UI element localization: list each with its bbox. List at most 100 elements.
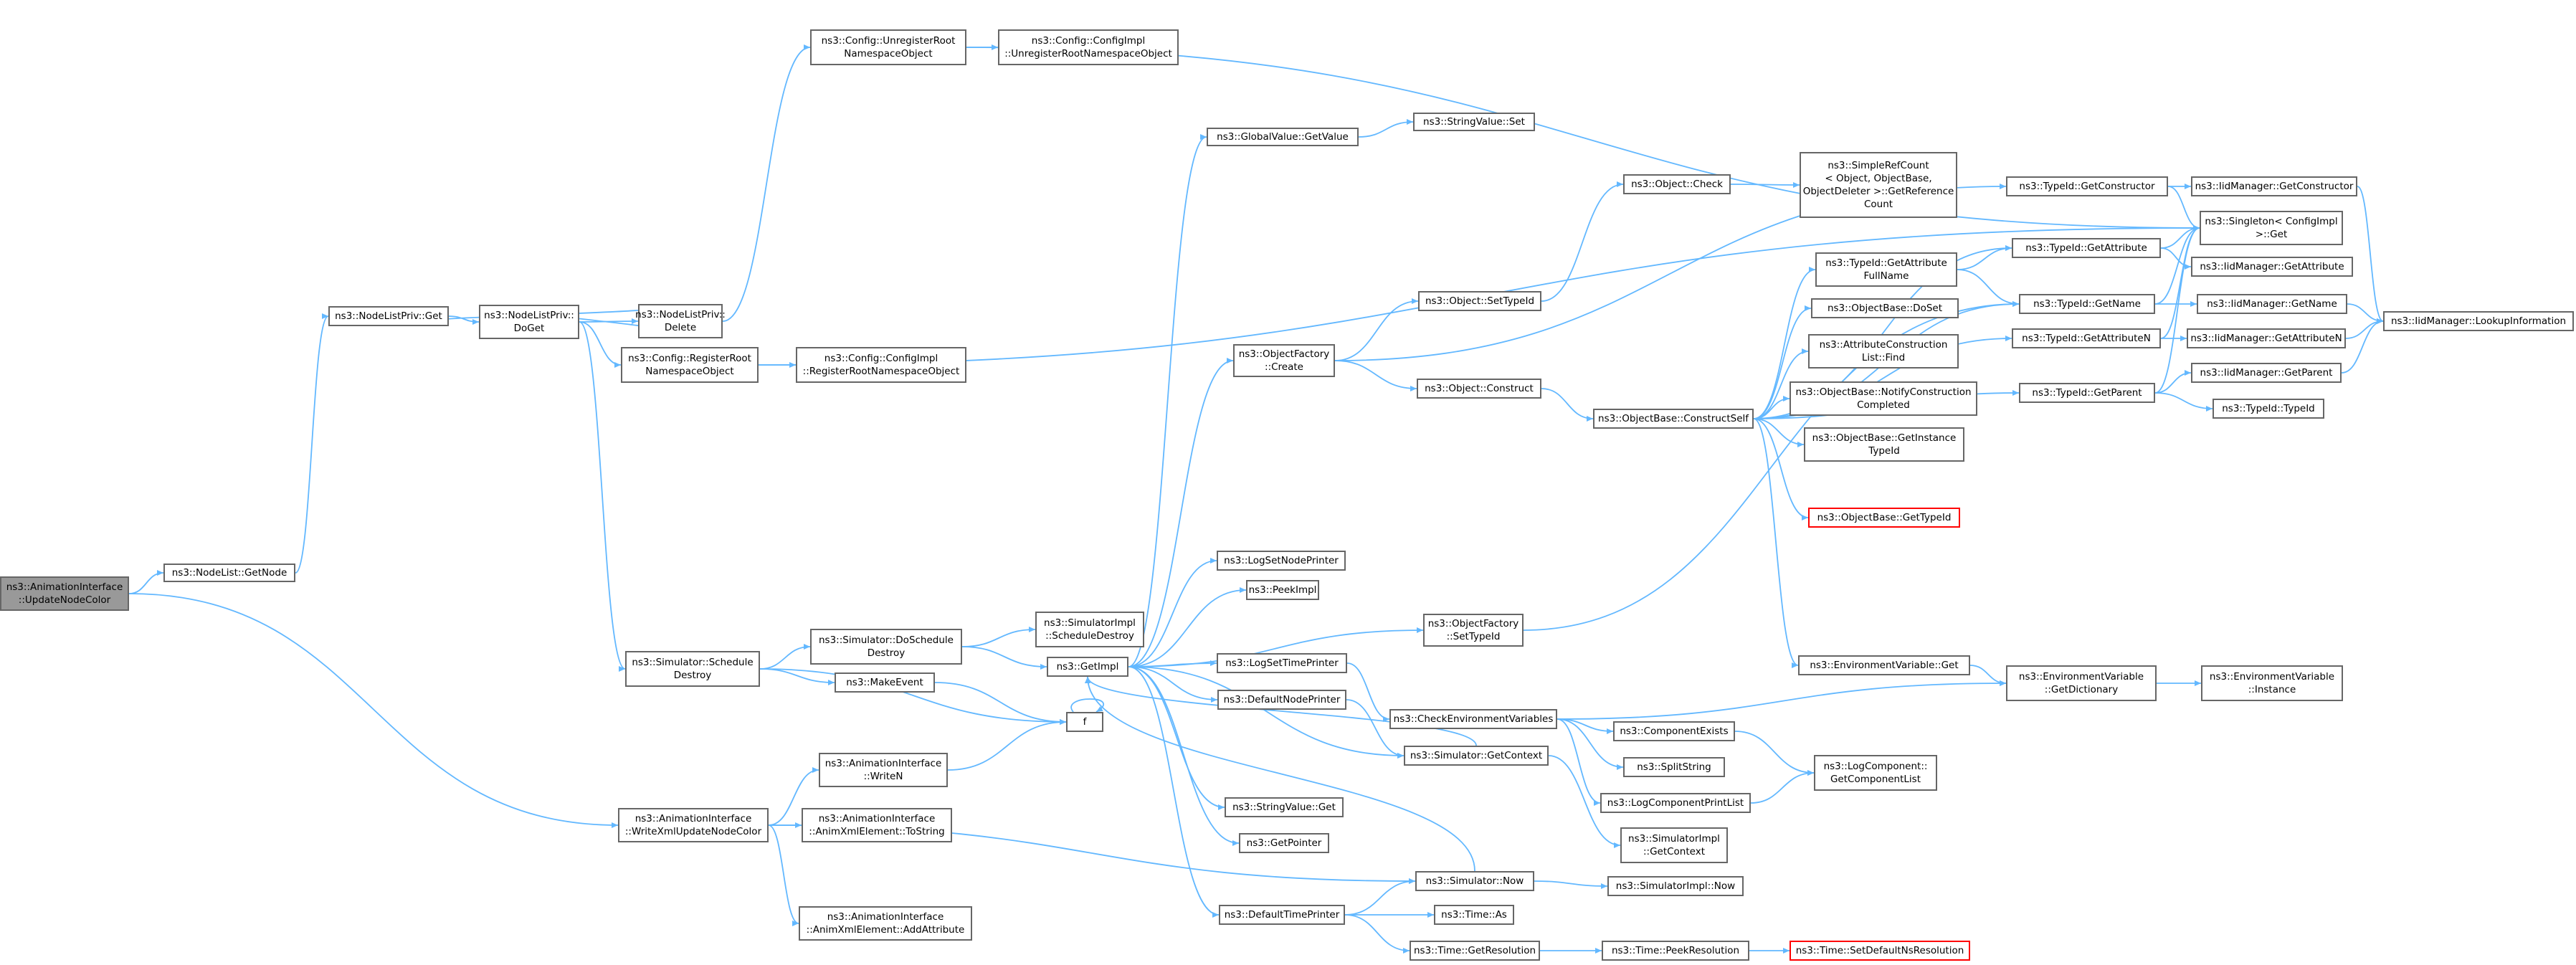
node-time-setdefaultns[interactable]: ns3::Time::SetDefaultNsResolution — [1790, 941, 1970, 961]
node-iidmanager-getconstructor[interactable]: ns3::IidManager::GetConstructor — [2191, 176, 2357, 196]
node-nodelistpriv-delete[interactable]: ns3::NodeListPriv::Delete — [635, 304, 726, 338]
edge-defaulttimeprinter-to-simulator-now — [1344, 878, 1416, 916]
node-simplerefcount[interactable]: ns3::SimpleRefCount< Object, ObjectBase,… — [1800, 152, 1957, 218]
node-simulator-getcontext[interactable]: ns3::Simulator::GetContext — [1404, 746, 1549, 766]
node-configimpl-register[interactable]: ns3::Config::ConfigImpl::RegisterRootNam… — [796, 347, 966, 383]
edge-getimpl-to-getpointer — [1128, 666, 1240, 846]
node-getimpl[interactable]: ns3::GetImpl — [1047, 657, 1128, 677]
node-label-line: ns3::ObjectBase::GetInstance — [1812, 432, 1957, 444]
node-objectbase-gettypeid[interactable]: ns3::ObjectBase::GetTypeId — [1808, 508, 1960, 528]
node-logsetnodeprinter[interactable]: ns3::LogSetNodePrinter — [1217, 551, 1346, 571]
node-typeid-getname[interactable]: ns3::TypeId::GetName — [2019, 294, 2155, 314]
node-logcomponent-getlist[interactable]: ns3::LogComponent::GetComponentList — [1814, 755, 1937, 791]
node-simulatorimpl-schedule-destroy[interactable]: ns3::SimulatorImpl::ScheduleDestroy — [1035, 612, 1144, 647]
edge-f-to-f — [1070, 698, 1104, 713]
node-defaulttimeprinter[interactable]: ns3::DefaultTimePrinter — [1219, 905, 1345, 925]
node-object-settypeid[interactable]: ns3::Object::SetTypeId — [1418, 291, 1541, 311]
node-label-line: ns3::StringValue::Set — [1423, 116, 1525, 128]
node-objectbase-doset[interactable]: ns3::ObjectBase::DoSet — [1811, 298, 1959, 318]
node-label-line: ns3::DefaultNodePrinter — [1223, 694, 1341, 705]
node-defaultnodeprinter[interactable]: ns3::DefaultNodePrinter — [1217, 690, 1346, 710]
node-object-check[interactable]: ns3::Object::Check — [1623, 174, 1731, 194]
node-label-line: f — [1083, 716, 1087, 728]
node-label-line: ns3::NodeListPriv::Get — [335, 310, 442, 322]
node-iidmanager-getparent[interactable]: ns3::IidManager::GetParent — [2191, 363, 2342, 383]
node-label-line: ns3::Singleton< ConfigImpl — [2205, 216, 2338, 227]
node-root: ns3::AnimationInterface::UpdateNodeColor — [0, 576, 129, 611]
node-label-line: ns3::StringValue::Get — [1232, 802, 1336, 813]
node-stringvalue-set[interactable]: ns3::StringValue::Set — [1413, 113, 1535, 131]
node-label-line: ns3::IidManager::LookupInformation — [2390, 315, 2567, 327]
node-singleton-get[interactable]: ns3::Singleton< ConfigImpl>::Get — [2200, 211, 2343, 245]
node-animxml-addattr[interactable]: ns3::AnimationInterface::AnimXmlElement:… — [799, 906, 972, 941]
node-configimpl-unregister[interactable]: ns3::Config::ConfigImpl::UnregisterRootN… — [998, 29, 1179, 65]
node-simulator-now[interactable]: ns3::Simulator::Now — [1415, 871, 1534, 891]
node-label-line: ns3::NodeListPriv:: — [484, 310, 574, 321]
node-peekimpl[interactable]: ns3::PeekImpl — [1246, 580, 1319, 600]
edge-typeid-getparent-to-iidmanager-getparent — [2154, 370, 2192, 394]
node-f[interactable]: f — [1066, 712, 1103, 732]
node-iidmanager-getname[interactable]: ns3::IidManager::GetName — [2197, 294, 2347, 314]
edge-object-settypeid-to-object-check — [1541, 181, 1624, 302]
node-label-line: ::UnregisterRootNamespaceObject — [1004, 48, 1172, 60]
node-objectbase-constructself[interactable]: ns3::ObjectBase::ConstructSelf — [1593, 409, 1754, 429]
node-label-line: ns3::IidManager::GetConstructor — [2195, 181, 2354, 192]
node-typeid-getparent[interactable]: ns3::TypeId::GetParent — [2019, 383, 2155, 403]
node-getpointer[interactable]: ns3::GetPointer — [1239, 833, 1329, 853]
node-writen[interactable]: ns3::AnimationInterface::WriteN — [819, 753, 948, 787]
node-componentexists[interactable]: ns3::ComponentExists — [1613, 721, 1735, 741]
node-animxml-tostring[interactable]: ns3::AnimationInterface::AnimXmlElement:… — [802, 808, 952, 842]
node-logsettimeprinter[interactable]: ns3::LogSetTimePrinter — [1217, 653, 1347, 673]
node-objectfactory-settypeid[interactable]: ns3::ObjectFactory::SetTypeId — [1423, 614, 1524, 647]
edge-typeid-getattr-fullname-to-typeid-getname — [1957, 269, 2020, 307]
node-time-peekresolution[interactable]: ns3::Time::PeekResolution — [1602, 941, 1749, 961]
node-typeid-getattributen[interactable]: ns3::TypeId::GetAttributeN — [2012, 328, 2161, 348]
node-label-line: ::AnimXmlElement::ToString — [809, 826, 945, 837]
edge-simulator-schedule-destroy-to-makeevent — [759, 668, 835, 685]
edge-getimpl-to-peekimpl — [1128, 587, 1247, 667]
node-iidmanager-getattributen[interactable]: ns3::IidManager::GetAttributeN — [2187, 328, 2346, 348]
node-writexml-update[interactable]: ns3::AnimationInterface::WriteXmlUpdateN… — [618, 808, 769, 842]
node-label-line: List::Find — [1861, 352, 1906, 363]
edge-iidmanager-getparent-to-iidmanager-lookup — [2341, 318, 2384, 374]
node-makeevent[interactable]: ns3::MakeEvent — [835, 672, 935, 693]
node-typeid-getattribute[interactable]: ns3::TypeId::GetAttribute — [2012, 238, 2161, 258]
node-typeid-typeid[interactable]: ns3::TypeId::TypeId — [2213, 399, 2324, 419]
node-nodelist-getnode[interactable]: ns3::NodeList::GetNode — [163, 564, 295, 582]
node-iidmanager-getattribute[interactable]: ns3::IidManager::GetAttribute — [2191, 257, 2353, 277]
node-simulatorimpl-now[interactable]: ns3::SimulatorImpl::Now — [1607, 876, 1744, 896]
node-label-line: >::Get — [2255, 229, 2288, 240]
edge-objectfactory-create-to-object-settypeid — [1334, 298, 1419, 361]
node-logcomponentprintlist[interactable]: ns3::LogComponentPrintList — [1600, 793, 1751, 813]
node-label-line: ns3::AttributeConstruction — [1819, 339, 1948, 351]
node-label-line: ns3::SimpleRefCount — [1828, 160, 1929, 171]
node-envvar-getdictionary[interactable]: ns3::EnvironmentVariable::GetDictionary — [2006, 665, 2157, 701]
node-globalvalue-getvalue[interactable]: ns3::GlobalValue::GetValue — [1207, 128, 1359, 146]
node-stringvalue-get[interactable]: ns3::StringValue::Get — [1225, 797, 1344, 817]
node-time-getresolution[interactable]: ns3::Time::GetResolution — [1410, 941, 1540, 961]
edge-writexml-update-to-writen — [768, 767, 819, 826]
node-checkenvvars[interactable]: ns3::CheckEnvironmentVariables — [1389, 709, 1557, 729]
node-envvar-instance[interactable]: ns3::EnvironmentVariable::Instance — [2201, 665, 2343, 701]
node-envvar-get[interactable]: ns3::EnvironmentVariable::Get — [1798, 655, 1970, 675]
node-typeid-getconstructor[interactable]: ns3::TypeId::GetConstructor — [2006, 176, 2168, 196]
edge-typeid-getparent-to-singleton-get — [2154, 225, 2200, 394]
node-objectfactory-create[interactable]: ns3::ObjectFactory::Create — [1233, 344, 1335, 377]
edge-nodelistpriv-doget-to-simulator-schedule-destroy — [579, 321, 626, 672]
node-iidmanager-lookup[interactable]: ns3::IidManager::LookupInformation — [2383, 311, 2574, 331]
node-nodelistpriv-doget[interactable]: ns3::NodeListPriv::DoGet — [479, 305, 579, 339]
node-simulatorimpl-getcontext[interactable]: ns3::SimulatorImpl::GetContext — [1620, 827, 1728, 863]
node-object-construct[interactable]: ns3::Object::Construct — [1417, 379, 1541, 399]
node-splitstring[interactable]: ns3::SplitString — [1623, 757, 1725, 777]
node-nodelistpriv-get[interactable]: ns3::NodeListPriv::Get — [328, 306, 449, 326]
node-label-line: ns3::TypeId::GetConstructor — [2019, 181, 2155, 192]
node-time-as[interactable]: ns3::Time::As — [1434, 905, 1514, 925]
